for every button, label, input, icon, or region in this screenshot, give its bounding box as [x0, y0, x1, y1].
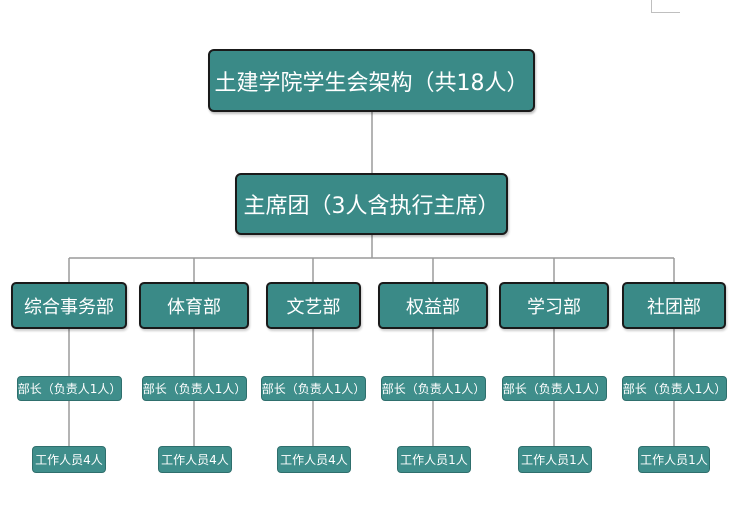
- dept-node-2: 体育部: [139, 282, 249, 329]
- staff-node-4: 工作人员1人: [397, 446, 471, 473]
- corner-mark: [651, 0, 680, 13]
- head-node-3: 部长（负责人1人）: [261, 376, 366, 401]
- head-node-6: 部长（负责人1人）: [622, 376, 727, 401]
- head-node-4: 部长（负责人1人）: [381, 376, 486, 401]
- staff-node-6: 工作人员1人: [638, 446, 710, 473]
- root-node: 土建学院学生会架构（共18人）: [208, 49, 535, 112]
- dept-node-3: 文艺部: [266, 282, 361, 329]
- head-node-1: 部长（负责人1人）: [17, 376, 122, 401]
- head-node-5: 部长（负责人1人）: [502, 376, 607, 401]
- staff-node-1: 工作人员4人: [32, 446, 106, 473]
- dept-node-6: 社团部: [622, 282, 726, 329]
- staff-node-5: 工作人员1人: [518, 446, 592, 473]
- presidium-node: 主席团（3人含执行主席）: [235, 173, 508, 235]
- dept-node-5: 学习部: [499, 282, 609, 329]
- staff-node-3: 工作人员4人: [277, 446, 351, 473]
- staff-node-2: 工作人员4人: [158, 446, 232, 473]
- head-node-2: 部长（负责人1人）: [142, 376, 247, 401]
- dept-node-4: 权益部: [378, 282, 488, 329]
- dept-node-1: 综合事务部: [11, 282, 127, 329]
